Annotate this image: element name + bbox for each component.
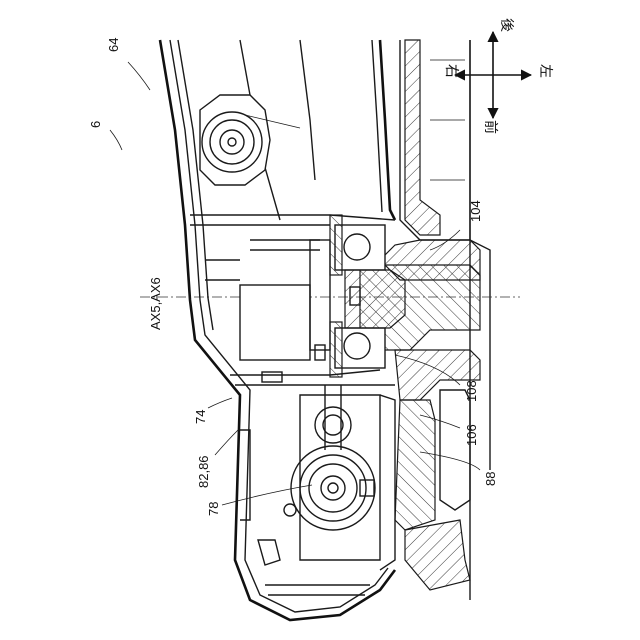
compass-right-label: 右 xyxy=(443,64,459,78)
label-88: 88 xyxy=(483,472,498,486)
label-74: 74 xyxy=(193,410,208,424)
label-64: 64 xyxy=(106,38,121,52)
bearing-assembly xyxy=(330,215,405,377)
compass-rear-label: 後 xyxy=(498,18,514,32)
label-axis-ax5-ax6: AX5,AX6 xyxy=(148,277,163,330)
label-78: 78 xyxy=(206,502,221,516)
label-108: 108 xyxy=(464,380,479,402)
upper-fastener xyxy=(200,95,300,185)
label-6: 6 xyxy=(88,121,103,128)
lower-gear-assembly xyxy=(284,385,395,570)
direction-compass: 後 前 右 左 xyxy=(443,18,553,134)
label-82-86: 82,86 xyxy=(196,455,211,488)
compass-front-label: 前 xyxy=(482,120,499,134)
lower-clip xyxy=(240,430,370,595)
label-104: 104 xyxy=(468,200,483,222)
compass-left-label: 左 xyxy=(537,64,553,78)
label-106: 106 xyxy=(464,424,479,446)
middle-block xyxy=(205,240,330,382)
